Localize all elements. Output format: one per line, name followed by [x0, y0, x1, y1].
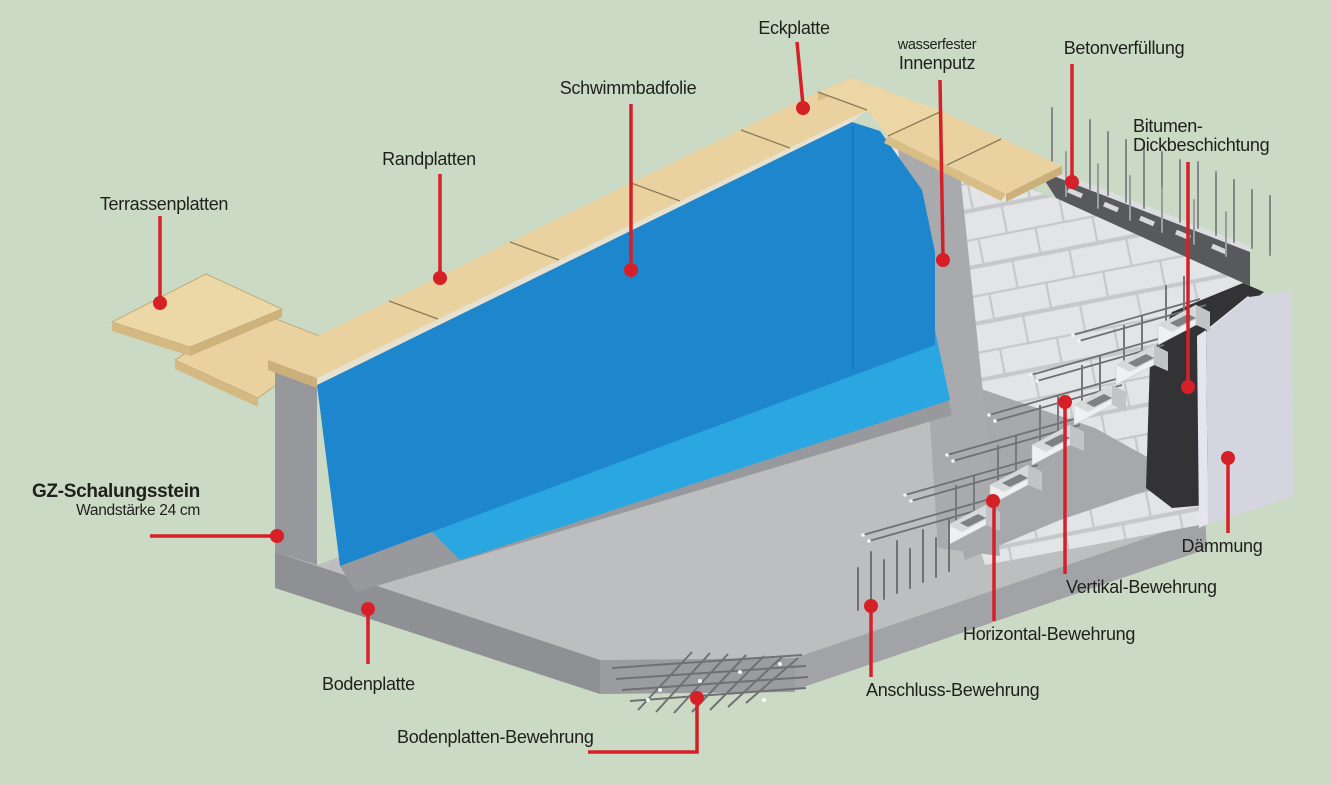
- coping: [268, 78, 1062, 388]
- dot-daemmung: [1221, 451, 1235, 465]
- concrete-fill-dashes: [1067, 187, 1227, 255]
- label-bodenplatten-bewehrung: Bodenplatten-Bewehrung: [397, 727, 594, 747]
- dot-innenputz: [936, 253, 950, 267]
- label-randplatten: Randplatten: [382, 149, 476, 169]
- terrace-plate-1-edge-right: [190, 309, 282, 356]
- pool-liner-wall: [317, 122, 935, 566]
- label-innenputz: wasserfester Innenputz: [897, 37, 977, 73]
- concrete-fill-band: [1038, 170, 1250, 286]
- slab-top: [275, 345, 1205, 660]
- leader-dots: [153, 101, 1235, 705]
- label-terrassenplatten: Terrassenplatten: [99, 194, 229, 214]
- wall-top-rebar: [1051, 107, 1271, 257]
- slab-front-right: [795, 518, 1207, 690]
- label-gz-line1: GZ-Schalungsstein: [31, 481, 200, 502]
- coping-bed-strip: [317, 110, 867, 385]
- label-anschluss-bewehrung: Anschluss-Bewehrung: [866, 680, 1040, 700]
- dot-vertikal: [1058, 395, 1072, 409]
- anschluss-rebar: [857, 519, 950, 611]
- dot-eckplatte: [796, 101, 810, 115]
- leader-bodenplatten-bewehrung: [588, 701, 699, 754]
- eckplatte-top: [818, 78, 942, 136]
- dot-bitumen: [1181, 380, 1195, 394]
- randplatten-right-top: [888, 111, 1062, 194]
- wall-end-face: [275, 368, 317, 565]
- label-betonverfuellung: Betonverfüllung: [1063, 38, 1185, 58]
- label-gz-line2: Wandstärke 24 cm: [76, 501, 200, 519]
- dot-anschluss: [864, 599, 878, 613]
- randplatten-end-cap: [268, 360, 317, 388]
- dot-horizontal: [986, 494, 1000, 508]
- label-bitumen: Bitumen- Dickbeschichtung: [1133, 116, 1270, 156]
- dot-bodenplatte: [361, 602, 375, 616]
- dot-betonverfuellung: [1065, 175, 1079, 189]
- mesh-highlight-dots: [646, 662, 782, 702]
- terrace-plate-2-edge: [175, 360, 258, 407]
- daemmung-panel-edge: [1197, 330, 1208, 528]
- label-bodenplatte: Bodenplatte: [322, 674, 415, 694]
- label-daemmung: Dämmung: [1181, 536, 1263, 556]
- dot-randplatten: [433, 271, 447, 285]
- dot-schwimmbadfolie: [624, 263, 638, 277]
- daemmung-panel: [1197, 291, 1293, 528]
- terrace-plates: [110, 273, 336, 407]
- terrace-plate-1-edge-left: [112, 322, 190, 356]
- dot-terrassenplatten: [153, 296, 167, 310]
- dot-bodenplatten-bewehrung: [690, 691, 704, 705]
- floor-slab-mesh: [611, 651, 809, 714]
- label-innenputz-line1: wasserfester: [897, 37, 977, 53]
- label-bitumen-line1: Bitumen-: [1133, 116, 1203, 136]
- leader-innenputz: [938, 79, 945, 258]
- dot-gz-schalungsstein: [270, 529, 284, 543]
- randplatten-right-end-cap: [1006, 166, 1062, 202]
- floor-slab: [275, 345, 1207, 694]
- label-horizontal-bewehrung: Horizontal-Bewehrung: [963, 624, 1136, 644]
- randplatten-top: [268, 92, 867, 378]
- label-innenputz-line2: Innenputz: [898, 52, 976, 73]
- randplatten-right-edge: [884, 136, 1006, 201]
- coping-joints: [388, 91, 1002, 320]
- label-gz-schalungsstein: GZ-Schalungsstein Wandstärke 24 cm: [31, 481, 200, 519]
- leader-eckplatte: [795, 41, 805, 106]
- label-bitumen-line2: Dickbeschichtung: [1133, 135, 1270, 156]
- label-schwimmbadfolie: Schwimmbadfolie: [559, 78, 697, 98]
- label-vertikal-bewehrung: Vertikal-Bewehrung: [1066, 577, 1217, 597]
- leader-lines: [150, 41, 1230, 754]
- daemmung-panel-face: [1206, 291, 1293, 524]
- slab-front-bottom: [600, 658, 795, 694]
- label-eckplatte: Eckplatte: [758, 18, 830, 38]
